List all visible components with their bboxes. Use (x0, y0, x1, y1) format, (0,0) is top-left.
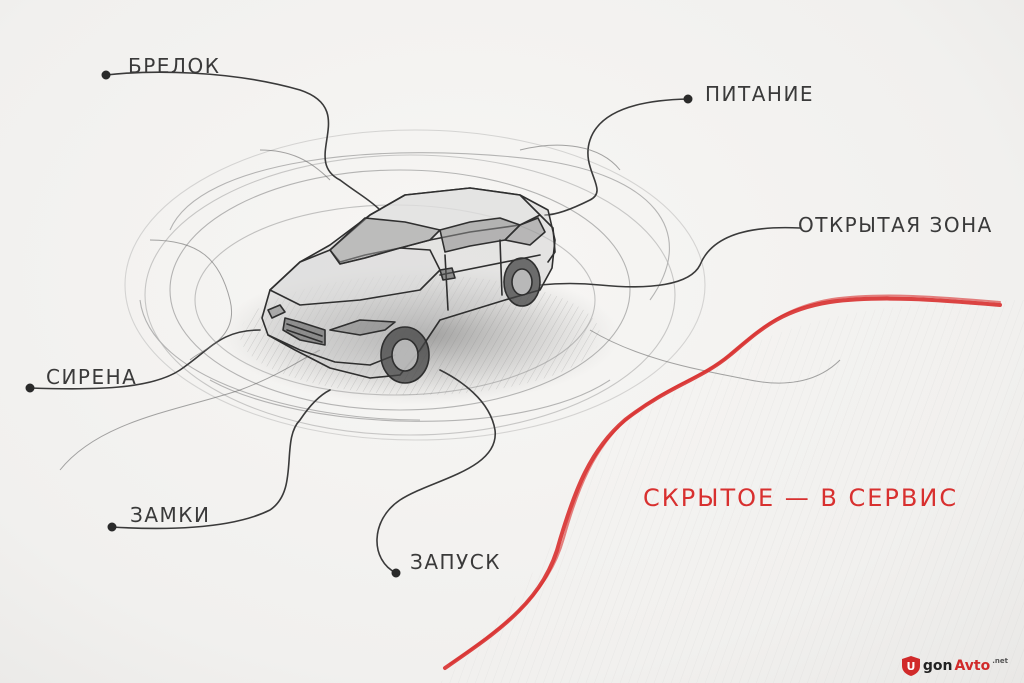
connector-locks (111, 389, 331, 530)
site-logo: U gon Avto .net (901, 655, 1008, 677)
label-hidden-service: СКРЫТОЕ — В СЕРВИС (643, 484, 959, 512)
label-key-fob: БРЕЛОК (128, 54, 221, 78)
svg-text:U: U (906, 660, 915, 673)
connector-key-fob (105, 71, 381, 211)
hidden-zone-boundary (443, 294, 1002, 670)
endpoint-dots (25, 70, 693, 578)
connector-open-zone (539, 226, 801, 288)
connector-start (376, 369, 496, 574)
pencil-wisps (59, 144, 841, 471)
label-siren: СИРЕНА (46, 365, 138, 389)
logo-text-part2: Avto (954, 658, 991, 674)
connector-lines (29, 71, 801, 574)
label-start: ЗАПУСК (410, 550, 501, 574)
hidden-zone-hatching (440, 300, 1024, 683)
shield-logo-icon: U (901, 656, 920, 676)
logo-text-part1: gon (922, 658, 953, 674)
car-sketch (261, 187, 556, 384)
connector-power (544, 98, 689, 216)
logo-text-tld: .net (992, 657, 1008, 665)
label-locks: ЗАМКИ (130, 503, 211, 527)
connector-siren (29, 329, 261, 390)
label-open-zone: ОТКРЫТАЯ ЗОНА (798, 213, 993, 237)
label-power: ПИТАНИЕ (705, 82, 815, 106)
